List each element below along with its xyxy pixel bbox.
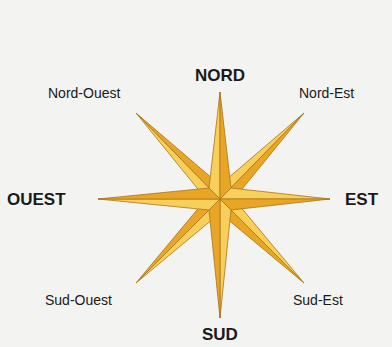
direction-label: SUD <box>202 326 238 343</box>
direction-label: Sud-Est <box>293 293 343 307</box>
direction-label: NORD <box>195 67 245 84</box>
direction-label: Nord-Est <box>299 86 354 100</box>
direction-label: Nord-Ouest <box>48 86 120 100</box>
direction-label: OUEST <box>7 191 66 208</box>
direction-label: Sud-Ouest <box>45 293 112 307</box>
direction-label: EST <box>345 191 378 208</box>
